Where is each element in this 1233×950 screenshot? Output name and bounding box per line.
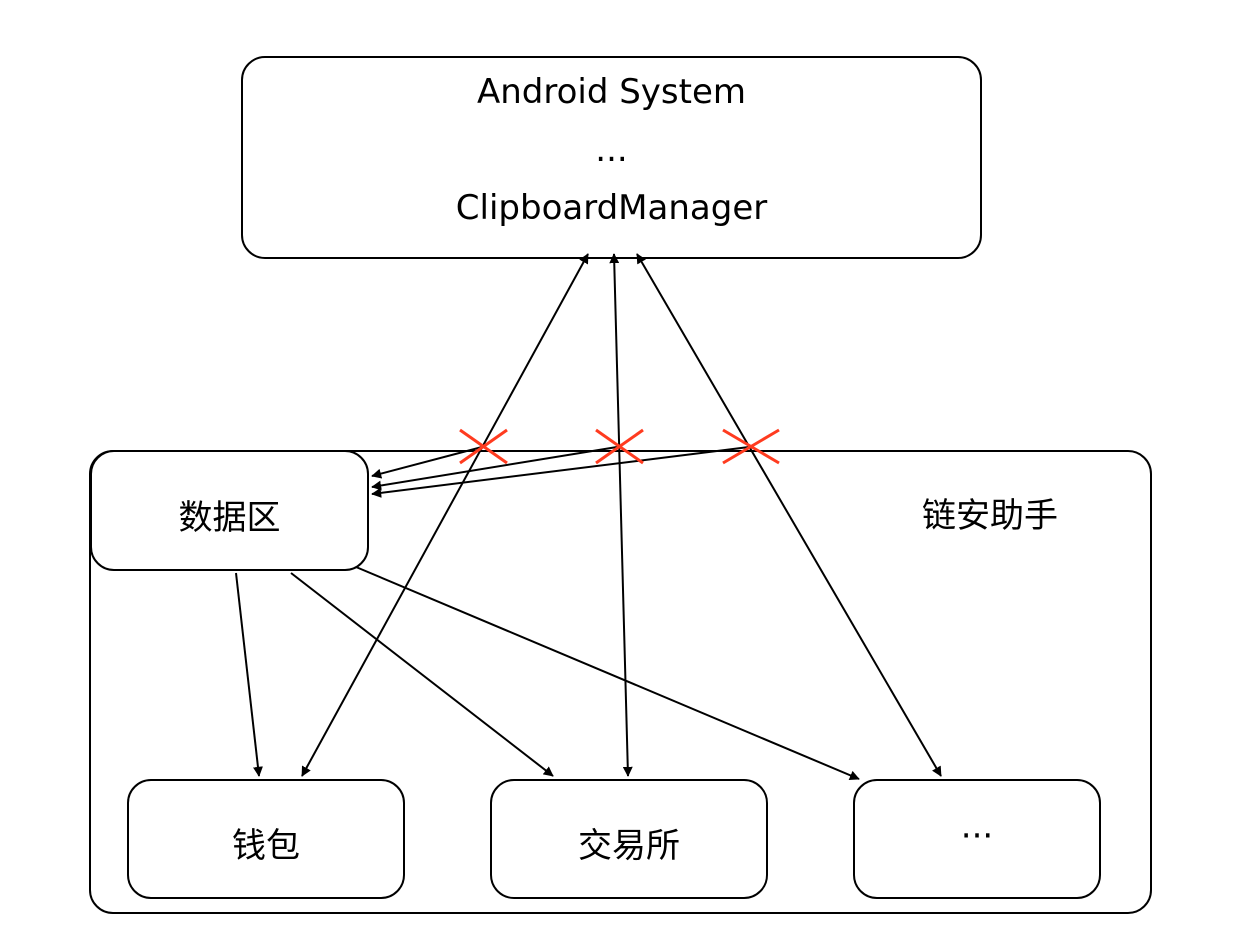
arrow-datazone-wallet: [235, 572, 263, 777]
android-system-ellipsis: ...: [595, 130, 628, 170]
exchange-label: 交易所: [578, 826, 680, 866]
arrow-system-wallet: [301, 253, 589, 777]
arrow-blocked-exchange-to-datazone: [371, 446, 618, 491]
arrow-system-exchange: [609, 253, 633, 777]
arrow-blocked-more-to-datazone: [371, 446, 750, 498]
clipboard-manager-label: ClipboardManager: [455, 188, 768, 228]
blocked-x-icon: [459, 428, 508, 465]
arrow-blocked-wallet-to-datazone: [371, 446, 483, 479]
android-system-title: Android System: [476, 72, 747, 112]
exchange-box: [490, 779, 768, 899]
arrow-system-more: [636, 253, 942, 777]
arrow-datazone-exchange: [290, 572, 554, 777]
blocked-x-icon: [722, 428, 780, 465]
arrow-datazone-more: [355, 566, 860, 781]
data-zone-label: 数据区: [178, 498, 281, 538]
blocked-x-icon: [595, 428, 644, 465]
app-name-label: 链安助手: [922, 496, 1058, 536]
more-label: ···: [960, 816, 994, 856]
more-box: [853, 779, 1101, 899]
wallet-box: [127, 779, 405, 899]
wallet-label: 钱包: [232, 826, 300, 866]
